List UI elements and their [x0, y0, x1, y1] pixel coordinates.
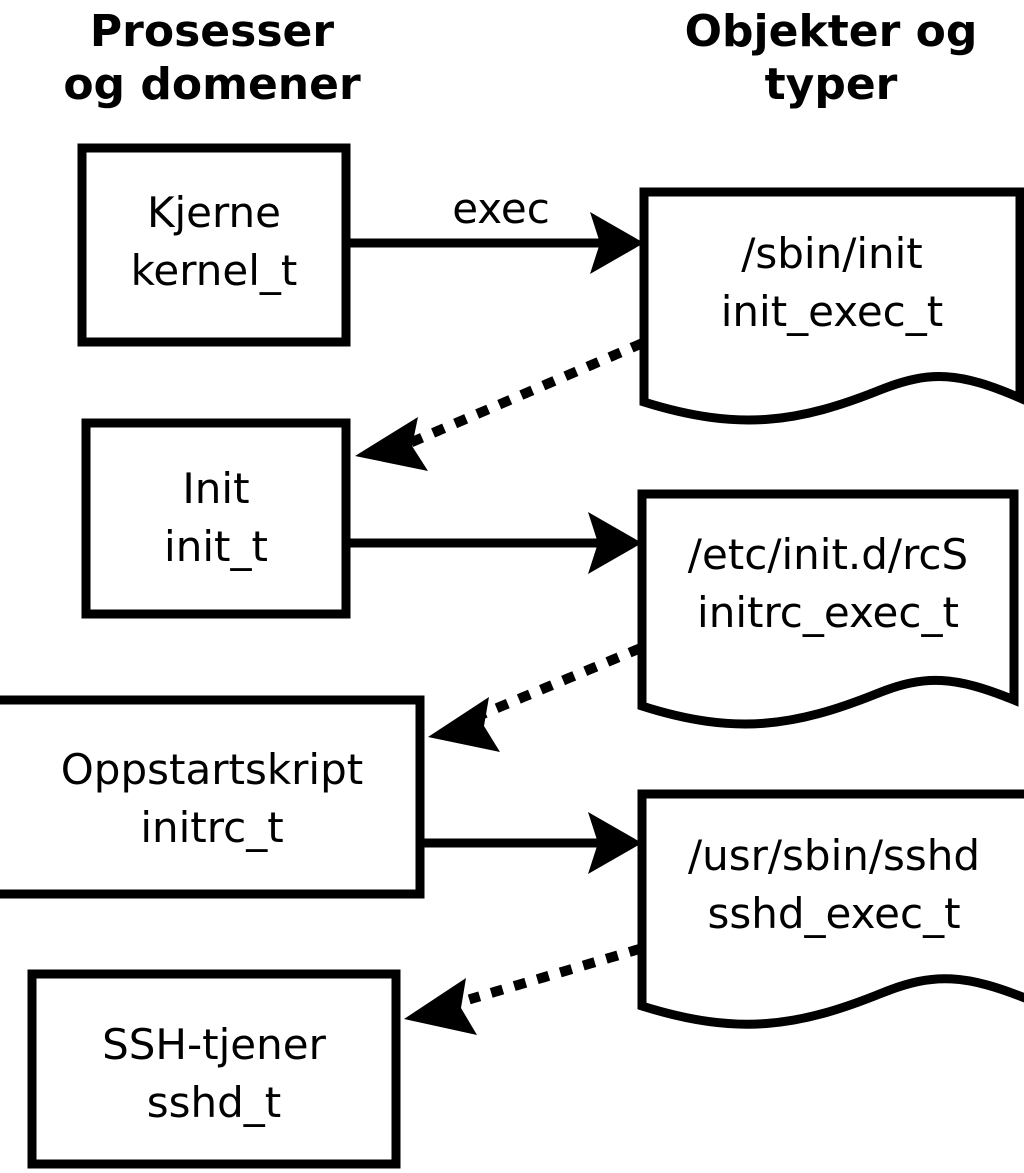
node-kernel-line2: kernel_t [131, 246, 298, 295]
arrowhead-right [590, 212, 644, 274]
node-init-exec-line1: /sbin/init [741, 229, 923, 278]
node-kernel-line1: Kjerne [147, 188, 281, 237]
object-node-initrc-exec[interactable]: /etc/init.d/rcS initrc_exec_t [637, 489, 1019, 729]
process-node-kernel[interactable]: Kjerne kernel_t [77, 143, 351, 347]
edge-initrc-exec-to-initrc [428, 643, 643, 752]
node-sshd-line2: sshd_t [147, 1078, 282, 1127]
node-initrc-exec-line1: /etc/init.d/rcS [688, 530, 968, 579]
node-initrc-line1: Oppstartskript [61, 745, 363, 794]
edge-initrc-to-sshd-exec [424, 812, 642, 874]
column-header-right: Objekter og typer [685, 6, 978, 110]
arrowhead-left [404, 978, 477, 1035]
edge-kernel-to-init-exec: exec [350, 184, 644, 274]
node-sshd-exec-line2: sshd_exec_t [707, 889, 960, 938]
arrowhead-right [588, 812, 642, 874]
process-node-initrc[interactable]: Oppstartskript initrc_t [0, 695, 425, 899]
header-left-line2: og domener [63, 59, 361, 110]
header-right-line1: Objekter og [685, 6, 978, 57]
node-sshd-line1: SSH-tjener [102, 1020, 326, 1069]
process-node-sshd[interactable]: SSH-tjener sshd_t [27, 969, 401, 1169]
edge-label-exec: exec [452, 184, 550, 233]
column-header-left: Prosesser og domener [63, 6, 361, 110]
object-node-sshd-exec[interactable]: /usr/sbin/sshd sshd_exec_t [637, 789, 1024, 1029]
node-initrc-exec-line2: initrc_exec_t [697, 588, 959, 637]
header-right-line2: typer [765, 59, 898, 110]
node-init-exec-line2: init_exec_t [721, 287, 944, 336]
arrowhead-left [355, 417, 428, 471]
arrowhead-right [588, 512, 642, 574]
edge-init-exec-to-init [355, 338, 645, 471]
edge-sshd-exec-to-sshd [404, 943, 643, 1035]
node-initrc-line2: initrc_t [140, 803, 283, 852]
arrowhead-left [428, 697, 500, 752]
node-sshd-exec-line1: /usr/sbin/sshd [688, 831, 980, 880]
edge-init-to-initrc-exec [348, 512, 642, 574]
header-left-line1: Prosesser [90, 6, 334, 57]
object-node-init-exec[interactable]: /sbin/init init_exec_t [639, 187, 1024, 425]
node-init-line2: init_t [164, 522, 268, 571]
process-node-init[interactable]: Init init_t [81, 418, 351, 619]
node-init-line1: Init [182, 464, 249, 513]
